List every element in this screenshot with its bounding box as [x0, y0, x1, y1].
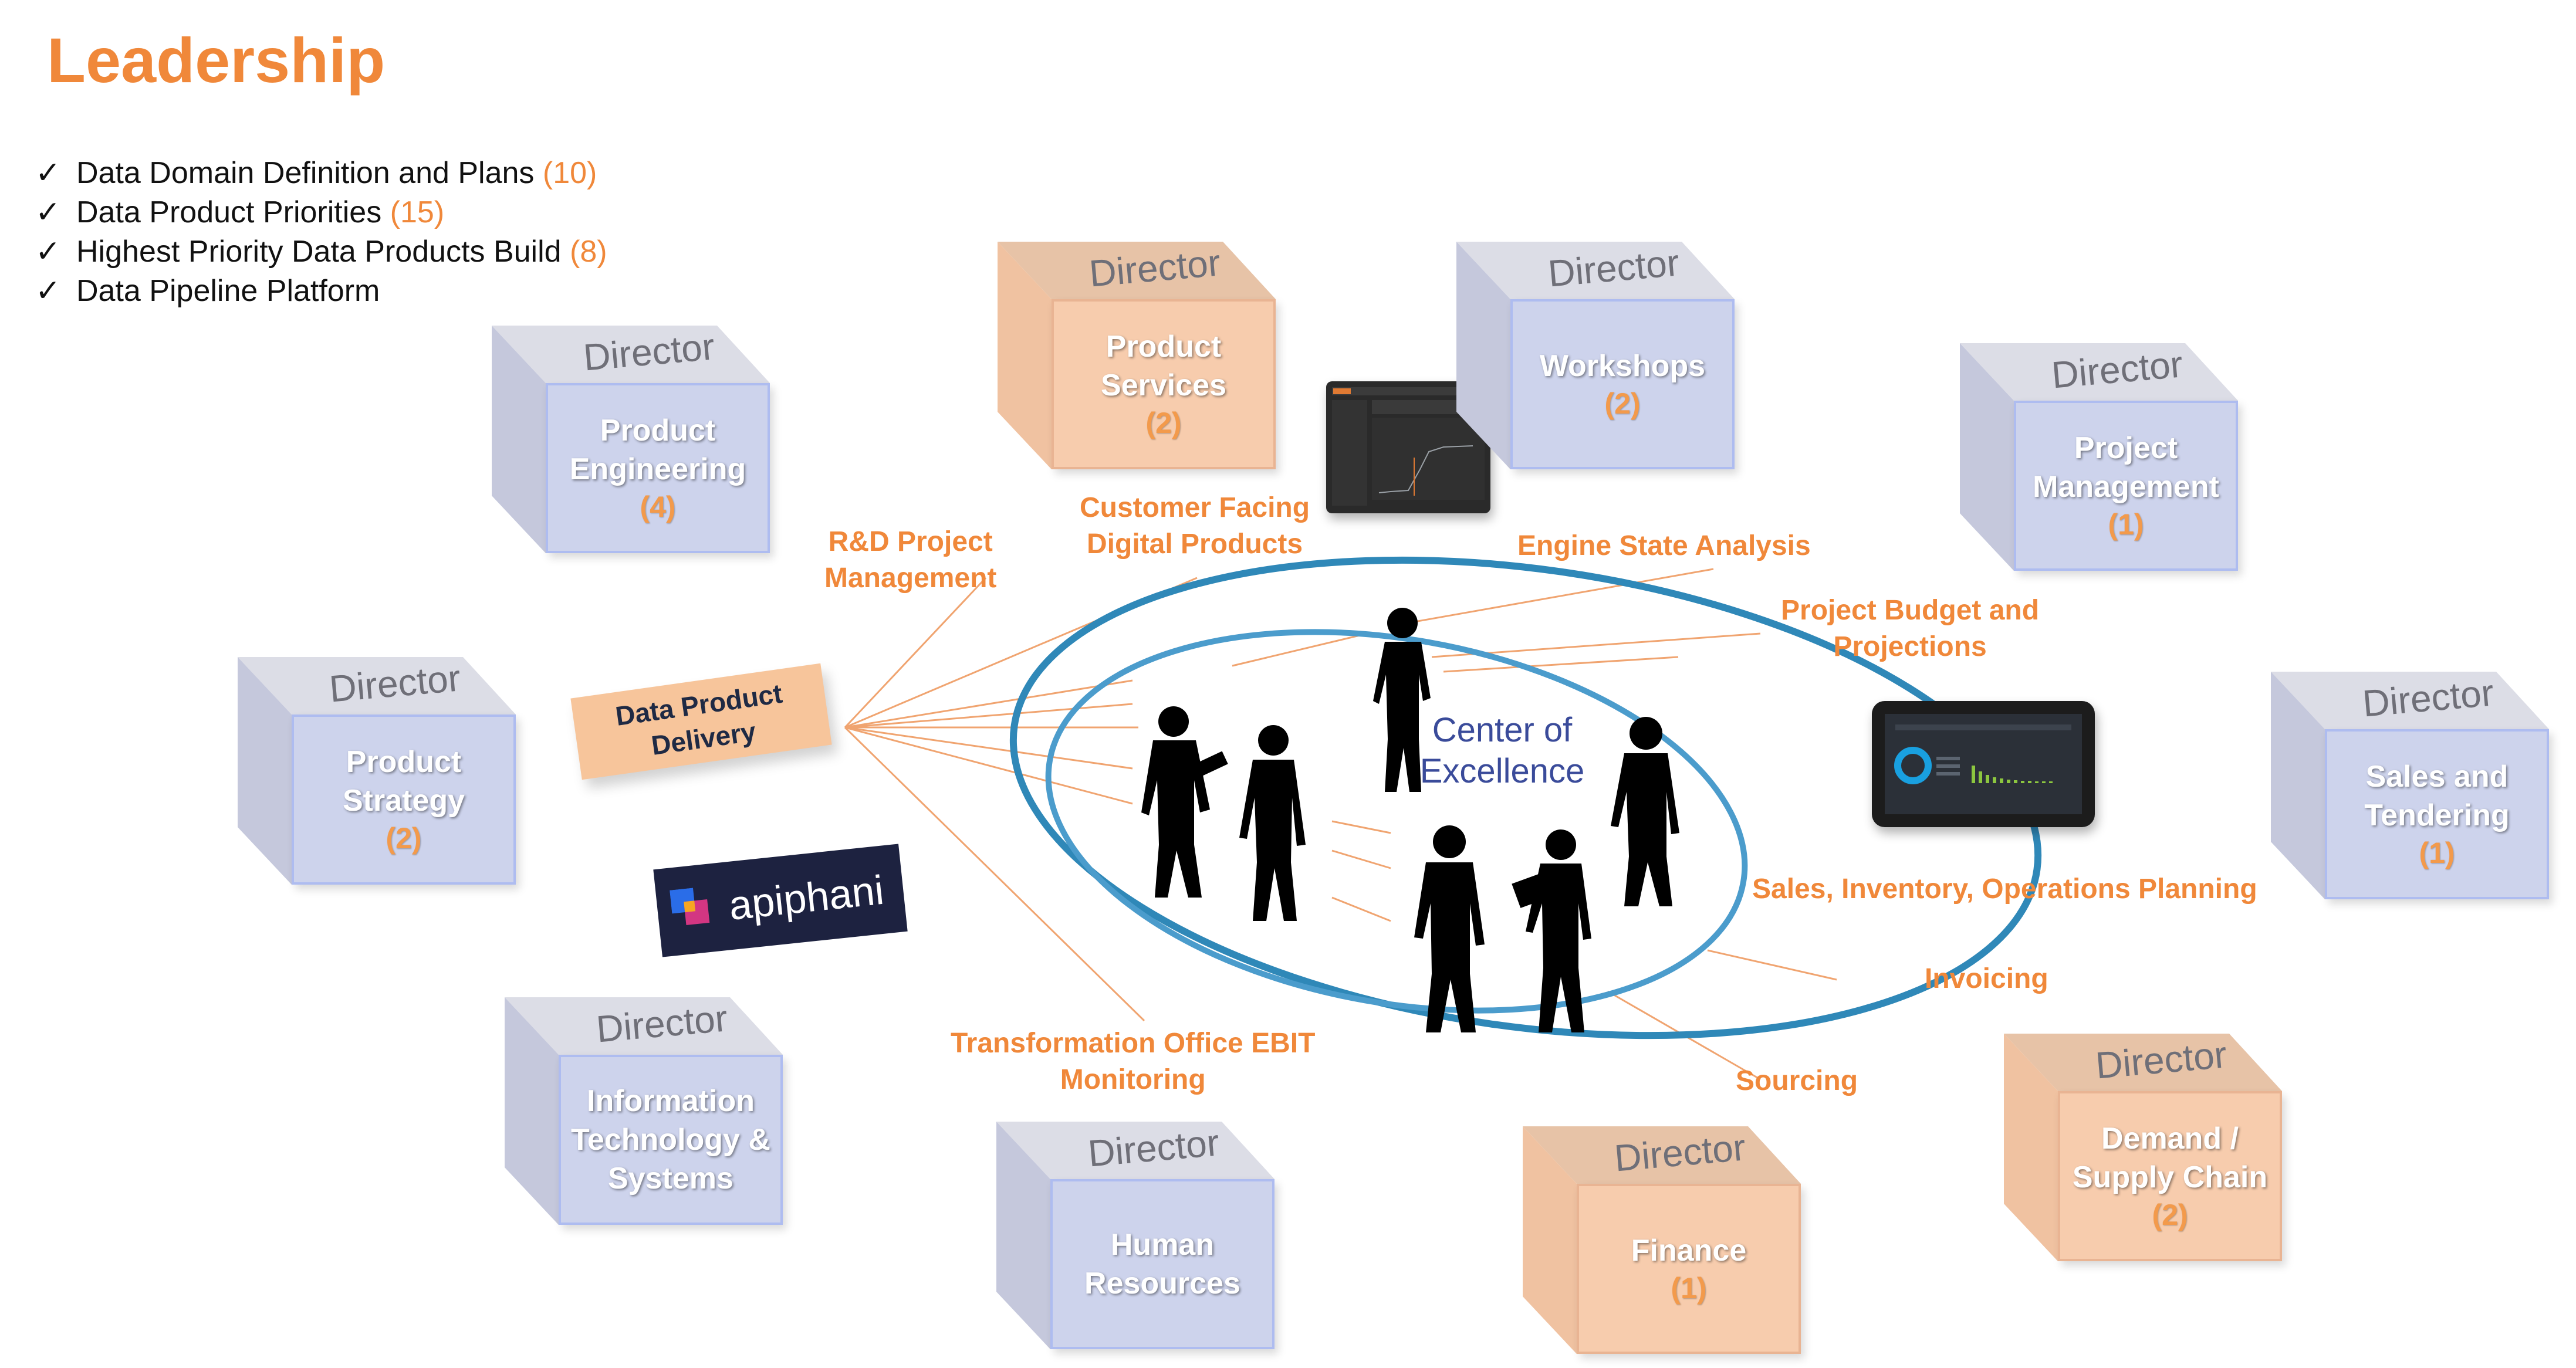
person-silhouette	[1141, 706, 1228, 898]
department-label: Tendering	[2364, 798, 2510, 832]
director-cube-demand-supply-chain: Director Demand / Supply Chain (2)	[2004, 1033, 2282, 1261]
department-label: Management	[2033, 470, 2219, 504]
cube-front: Finance (1)	[1577, 1184, 1801, 1354]
dashboard-thumbnail-image	[1326, 381, 1490, 513]
department-label: Resources	[1084, 1267, 1240, 1301]
tablet-screen-graphic	[1885, 714, 2082, 814]
department-label: Product	[346, 745, 462, 779]
checklist-item-text: Data Pipeline Platform	[76, 274, 380, 308]
inner-ellipse	[1045, 629, 1748, 1014]
checklist-item: ✓ Highest Priority Data Products Build (…	[35, 232, 607, 272]
person-silhouette	[1611, 717, 1679, 906]
checklist-item-text: Highest Priority Data Products Build	[76, 235, 562, 269]
apiphani-logo-icon	[670, 888, 710, 926]
director-cube-workshops: Director Workshops (2)	[1456, 241, 1735, 469]
checklist-item-text: Data Product Priorities	[76, 195, 382, 229]
department-label: Workshops	[1539, 349, 1706, 383]
cube-front: Sales and Tendering (1)	[2325, 729, 2549, 899]
cube-front: Product Services (2)	[1052, 299, 1276, 469]
center-of-excellence-label: Center of Excellence	[1419, 711, 1585, 790]
data-product-label-customer-facing-digital-products: Customer Facing Digital Products	[1080, 492, 1310, 560]
department-label: Supply Chain	[2072, 1160, 2268, 1194]
department-count: (2)	[1604, 387, 1641, 420]
cube-front: Product Engineering (4)	[546, 383, 770, 553]
department-label: Product	[1106, 330, 1222, 364]
person-silhouette	[1239, 725, 1306, 921]
data-product-label-project-budget-projections: Project Budget and Projections	[1781, 595, 2040, 662]
checklist-item: ✓ Data Domain Definition and Plans (10)	[35, 154, 607, 193]
checklist-item: ✓ Data Pipeline Platform	[35, 272, 607, 311]
department-label: Sales and	[2365, 760, 2509, 794]
checklist-item-count: (10)	[542, 156, 597, 190]
director-cube-product-strategy: Director Product Strategy (2)	[238, 656, 516, 885]
director-cube-information-technology: Director Information Technology & System…	[505, 997, 783, 1225]
department-label: Engineering	[569, 452, 746, 486]
checklist-item-count: (15)	[390, 195, 445, 229]
cube-front: Information Technology & Systems	[559, 1055, 783, 1225]
department-label: Finance	[1631, 1234, 1747, 1268]
department-label: Information	[587, 1084, 755, 1118]
department-count: (1)	[2108, 508, 2144, 541]
person-silhouette	[1373, 608, 1431, 792]
checklist-item: ✓ Data Product Priorities (15)	[35, 193, 607, 232]
department-label: Strategy	[342, 784, 465, 818]
department-count: (2)	[2152, 1198, 2188, 1231]
connector-lines	[844, 568, 1837, 1081]
department-count: (2)	[1145, 407, 1182, 439]
check-icon: ✓	[35, 156, 61, 190]
cube-front: Product Strategy (2)	[292, 715, 516, 885]
director-cube-human-resources: Director Human Resources	[996, 1121, 1275, 1349]
cube-front: Demand / Supply Chain (2)	[2058, 1091, 2282, 1261]
department-label: Project	[2074, 431, 2178, 465]
data-product-label-transformation-office-ebit-monitoring: Transformation Office EBIT Monitoring	[951, 1028, 1316, 1095]
person-silhouette	[1512, 829, 1591, 1032]
director-cube-product-engineering: Director Product Engineering (4)	[492, 325, 770, 553]
checklist-item-count: (8)	[570, 235, 607, 269]
check-icon: ✓	[35, 274, 61, 308]
cube-front: Project Management (1)	[2014, 401, 2238, 571]
department-label: Technology &	[571, 1123, 770, 1157]
person-silhouette	[1414, 825, 1485, 1032]
department-count: (1)	[2419, 837, 2455, 869]
department-label: Systems	[608, 1162, 733, 1196]
check-icon: ✓	[35, 195, 61, 229]
department-count: (2)	[386, 822, 422, 855]
checklist: ✓ Data Domain Definition and Plans (10) …	[35, 154, 607, 311]
cube-front: Human Resources	[1050, 1179, 1275, 1349]
outer-ellipse	[1009, 556, 2042, 1039]
cube-front: Workshops (2)	[1510, 299, 1735, 469]
department-label: Product	[600, 414, 716, 448]
department-label: Human	[1110, 1228, 1215, 1262]
department-count: (4)	[640, 490, 676, 523]
director-cube-product-services: Director Product Services (2)	[998, 241, 1276, 469]
dashboard-chart-graphic	[1332, 387, 1485, 506]
data-product-label-engine-state-analysis: Engine State Analysis	[1517, 530, 1811, 561]
department-label: Demand /	[2101, 1122, 2239, 1156]
page-title: Leadership	[47, 25, 386, 96]
department-label: Services	[1101, 368, 1226, 402]
checklist-item-text: Data Domain Definition and Plans	[76, 156, 535, 190]
check-icon: ✓	[35, 235, 61, 269]
director-cube-finance: Director Finance (1)	[1523, 1126, 1801, 1354]
data-product-label-rd-project-management: R&D Project Management	[824, 526, 997, 594]
people-silhouettes	[1141, 608, 1679, 1032]
data-product-label-sourcing: Sourcing	[1736, 1065, 1858, 1096]
director-cube-project-management: Director Project Management (1)	[1960, 343, 2238, 571]
data-product-label-sales-inventory-operations-planning: Sales, Inventory, Operations Planning	[1752, 873, 2257, 905]
director-cube-sales-and-tendering: Director Sales and Tendering (1)	[2271, 671, 2549, 899]
tablet-dashboard-image	[1872, 701, 2095, 827]
department-count: (1)	[1671, 1272, 1707, 1305]
logo-text: apiphani	[726, 866, 886, 929]
apiphani-logo: apiphani	[653, 844, 908, 957]
data-product-label-invoicing: Invoicing	[1925, 963, 2048, 994]
